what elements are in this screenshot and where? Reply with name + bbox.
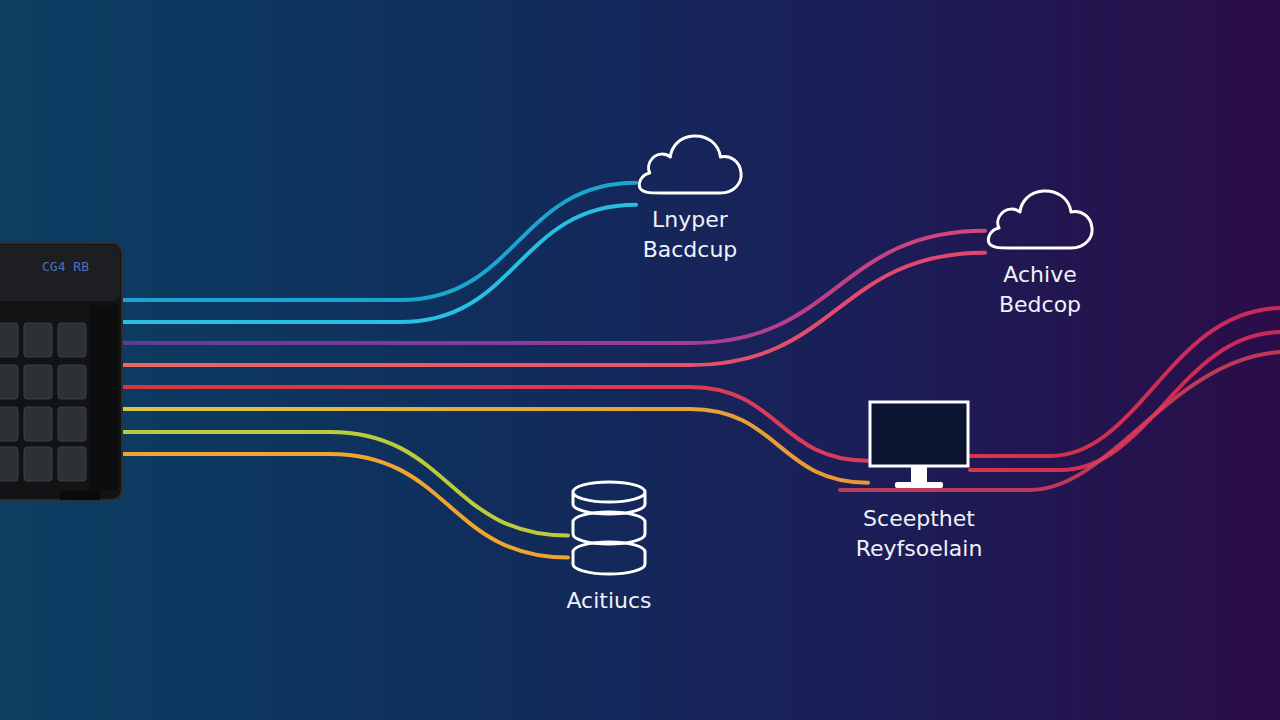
database-disk [573,512,645,544]
decor-wire [970,308,1280,456]
node-label: Lnyper Bacdcup [615,205,765,265]
connector-strand [122,205,636,322]
drive-bay [0,323,18,357]
connector-strand [122,253,985,365]
data-connector [122,432,568,558]
drive-bay [24,407,52,441]
cloud-outline [988,191,1092,248]
monitor-base [895,482,943,488]
drive-bay [24,365,52,399]
database-disk [573,482,645,514]
drive-bay [24,447,52,481]
connector-strand [122,454,568,558]
cloud-icon [985,188,1095,252]
monitor-target: Sceepthet Reyfsoelain [868,400,970,492]
device-side [90,305,118,490]
monitor-screen [870,402,968,466]
cloud-icon [636,133,744,197]
cloud-target: Lnyper Bacdcup [636,133,744,197]
drive-bay [58,447,86,481]
device-panel [0,245,120,301]
decor-wire [840,352,1280,490]
drive-bay [58,365,86,399]
device-foot [60,491,100,500]
nas-icon [0,243,122,500]
connector-strand [122,432,568,536]
node-label: Achive Bedcop [965,260,1115,320]
node-label: Acitiucs [534,586,684,616]
cloud-target: Achive Bedcop [985,188,1095,252]
node-label: Sceepthet Reyfsoelain [844,504,994,564]
monitor-neck [911,467,927,482]
connector-strand [122,409,868,483]
drive-bay [58,323,86,357]
connector-strand [122,183,636,300]
decor-wire [970,332,1280,470]
drive-bay [24,323,52,357]
database-disk [573,542,645,574]
node-label: CG4 RB [42,259,112,275]
cloud-outline [639,136,741,193]
data-connector [122,183,636,322]
connector-strand [122,387,868,461]
storage-device: CG4 RB [0,243,122,500]
data-connector [122,231,985,365]
database-icon [568,478,650,576]
drive-bay [0,447,18,481]
device-body [0,243,122,500]
data-connector [122,387,868,483]
drive-bay [0,365,18,399]
database-target: Acitiucs [568,478,650,576]
drive-bay [58,407,86,441]
monitor-icon [868,400,970,492]
connector-strand [122,231,985,343]
drive-bay [0,407,18,441]
